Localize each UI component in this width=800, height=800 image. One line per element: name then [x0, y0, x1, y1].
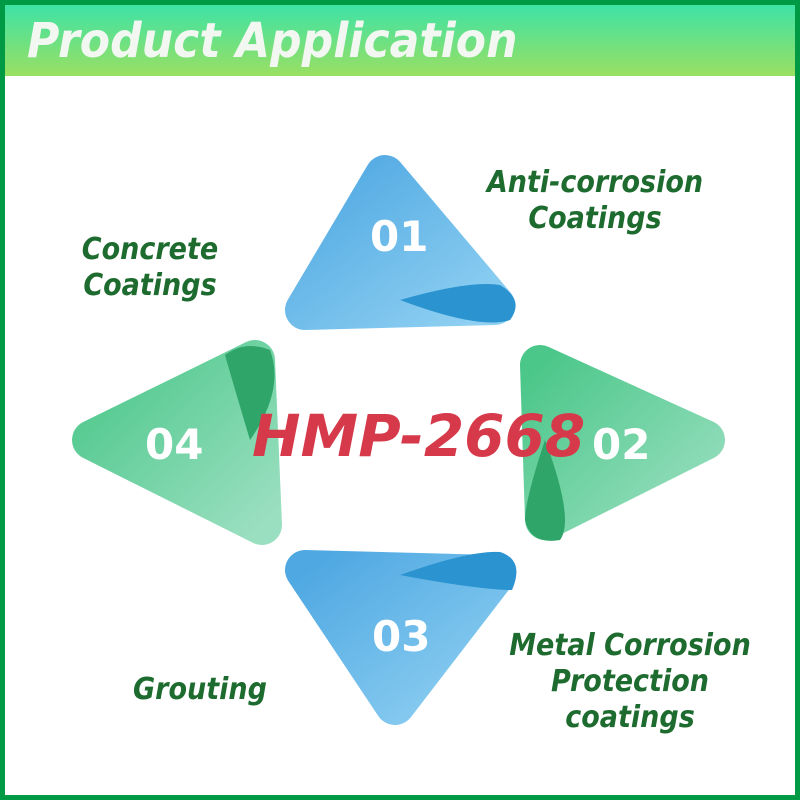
label-line: Coatings: [83, 268, 217, 303]
fold-03: [400, 551, 517, 590]
label-line: Anti-corrosion: [486, 165, 704, 200]
shape-02: [520, 345, 725, 540]
label-line: Protection coatings: [550, 664, 709, 735]
fold-04: [225, 346, 275, 440]
shape-04: [72, 340, 282, 545]
label-concrete: Concrete Coatings: [74, 232, 227, 304]
label-line: Coatings: [528, 201, 662, 236]
fold-01: [400, 284, 516, 323]
fold-02: [525, 440, 565, 541]
shape-01: [285, 155, 515, 330]
label-metal-corrosion: Metal Corrosion Protection coatings: [486, 628, 774, 736]
number-02: 02: [592, 420, 651, 469]
page-title: Product Application: [27, 13, 518, 69]
shape-03: [285, 550, 515, 725]
label-grouting: Grouting: [124, 672, 277, 708]
number-01: 01: [370, 212, 429, 261]
label-anti-corrosion: Anti-corrosion Coatings: [478, 165, 712, 237]
label-line: Grouting: [133, 672, 267, 707]
header-banner: Product Application: [5, 5, 795, 76]
number-04: 04: [145, 420, 204, 469]
label-line: Metal Corrosion: [509, 628, 751, 663]
label-line: Concrete: [81, 232, 219, 267]
number-03: 03: [372, 612, 431, 661]
product-name: HMP-2668: [252, 402, 586, 470]
